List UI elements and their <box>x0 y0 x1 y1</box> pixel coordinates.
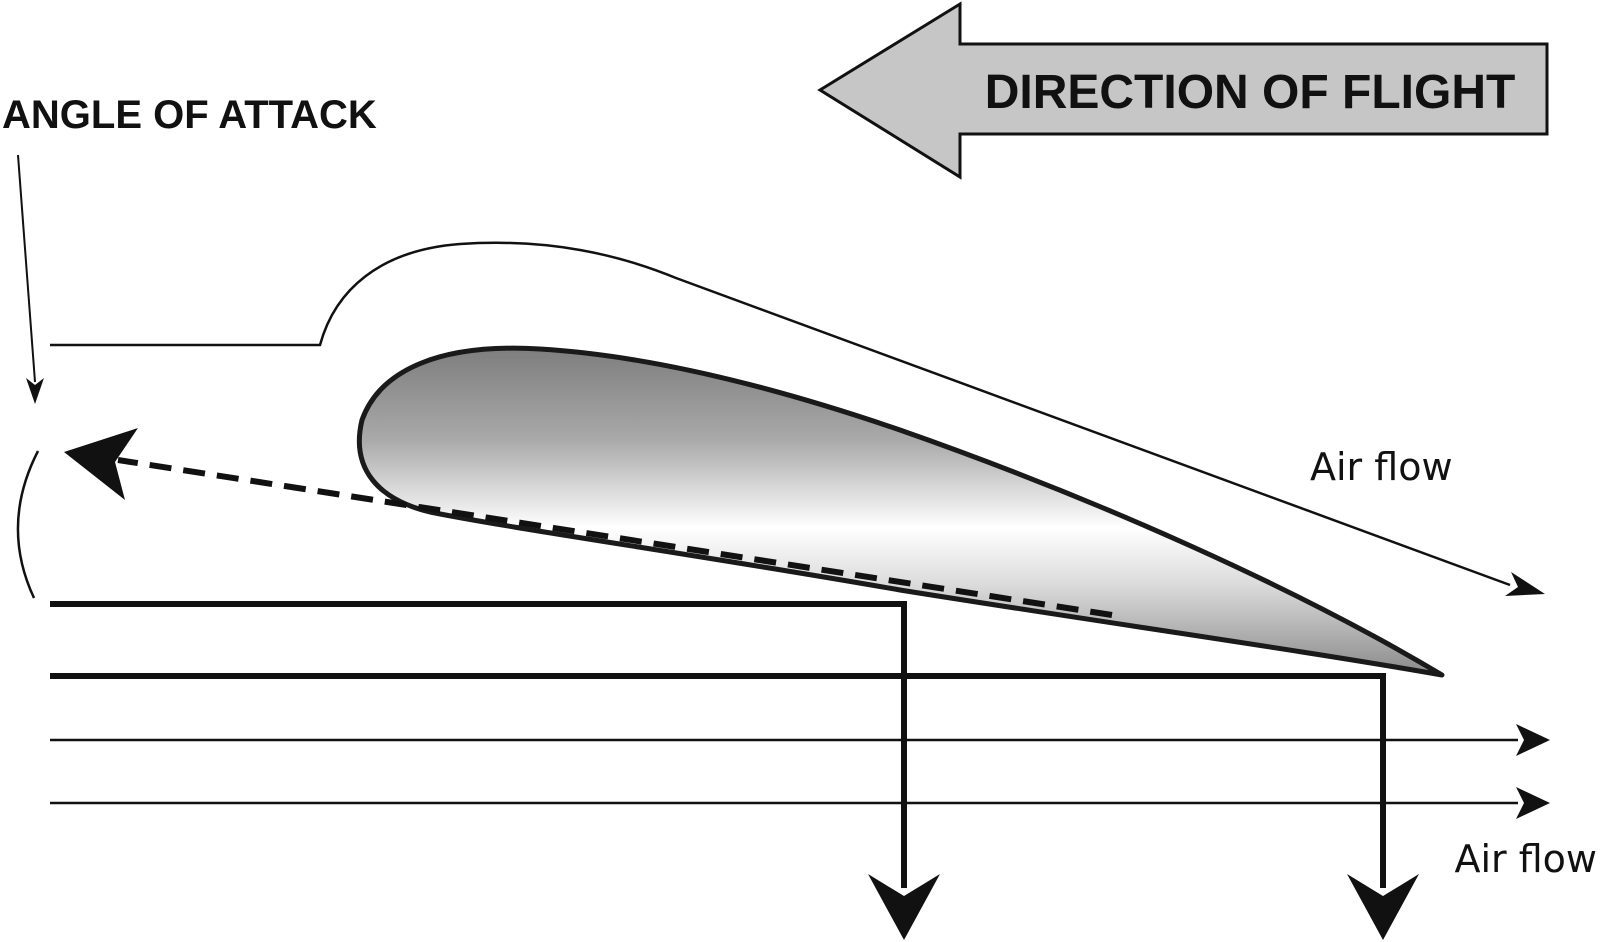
deflected-arrowhead-1 <box>868 874 940 940</box>
chord-line-arrowhead <box>64 428 138 500</box>
deflected-streamline-2 <box>50 673 1386 888</box>
chord-line-group <box>64 428 1113 618</box>
straight-arrowhead-1 <box>1516 724 1550 756</box>
straight-arrowhead-2 <box>1516 787 1550 819</box>
upper-streamline <box>50 241 1511 587</box>
airfoil <box>356 345 1445 678</box>
air-flow-upper-label: Air flow <box>1310 445 1453 489</box>
upper-airflow: Air flow <box>50 241 1545 596</box>
upper-streamline-arrowhead <box>1505 572 1545 596</box>
deflected-arrowhead-2 <box>1347 874 1419 940</box>
direction-of-flight-label: DIRECTION OF FLIGHT <box>985 66 1516 119</box>
angle-pointer-line <box>17 154 36 383</box>
angle-of-attack-group: ANGLE OF ATTACK <box>2 93 377 599</box>
angle-of-attack-label: ANGLE OF ATTACK <box>2 93 377 137</box>
direction-of-flight-arrow: DIRECTION OF FLIGHT <box>817 1 1549 180</box>
lower-airflow: Air flow <box>50 601 1597 940</box>
angle-arc <box>16 450 40 599</box>
deflected-streamline-1 <box>50 601 907 888</box>
air-flow-lower-label: Air flow <box>1454 837 1597 881</box>
angle-pointer-arrowhead <box>26 378 44 404</box>
direction-arrow-shape <box>817 1 1549 180</box>
